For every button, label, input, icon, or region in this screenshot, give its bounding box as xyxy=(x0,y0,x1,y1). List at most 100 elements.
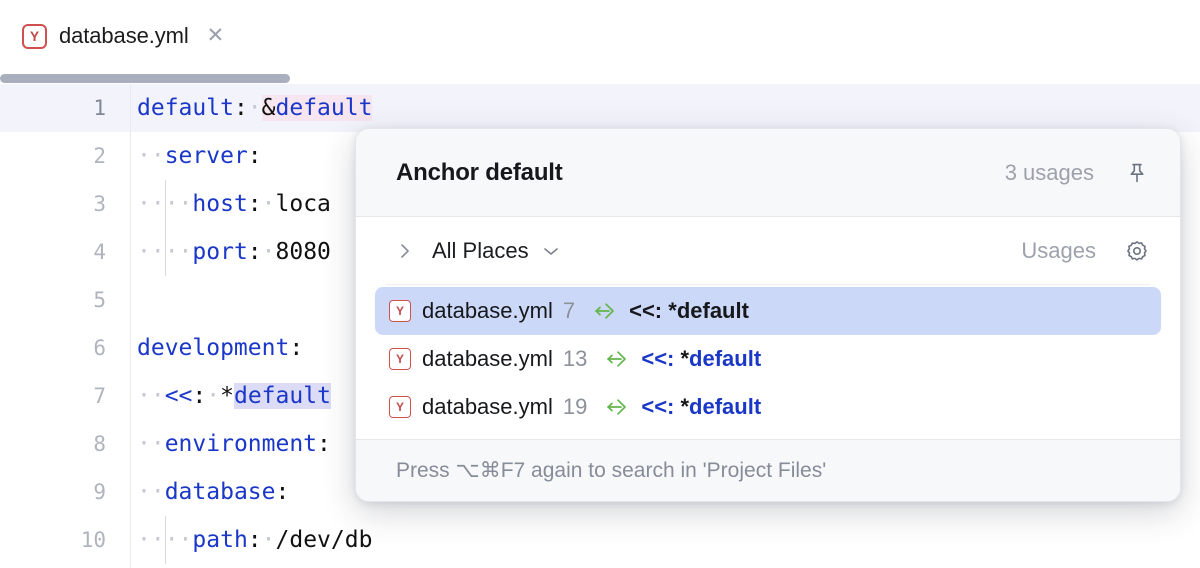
code-token: · xyxy=(261,527,276,553)
popup-footer: Press ⌥⌘F7 again to search in 'Project F… xyxy=(356,439,1180,501)
line-number: 7 xyxy=(93,384,106,408)
code-content[interactable]: default:·&default··server:····host:·loca… xyxy=(131,84,1200,568)
yaml-file-icon: Y xyxy=(389,300,411,322)
usage-file-name: database.yml xyxy=(422,298,553,323)
snippet-alias-marker: * xyxy=(680,394,690,419)
editor-tab-bar: Y database.yml ✕ xyxy=(0,0,1200,72)
line-number: 5 xyxy=(93,288,106,312)
popup-toolbar-actions: Usages xyxy=(1021,236,1152,266)
code-line[interactable]: default:·&default xyxy=(131,84,1200,132)
line-number: 2 xyxy=(93,144,106,168)
code-token: << xyxy=(164,383,193,409)
close-icon[interactable]: ✕ xyxy=(206,23,225,47)
read-access-icon xyxy=(605,347,629,371)
line-number: 8 xyxy=(93,432,106,456)
line-number: 1 xyxy=(0,84,130,132)
usages-count-label: 3 usages xyxy=(1004,159,1094,185)
code-token: * xyxy=(220,383,234,409)
usage-snippet: <<: *default xyxy=(629,298,749,324)
snippet-operator: <<: xyxy=(641,346,681,371)
code-token: ·· xyxy=(164,527,193,553)
usage-line-number: 7 xyxy=(562,298,576,323)
snippet-anchor-name: default xyxy=(689,346,762,371)
code-token: loca xyxy=(275,191,331,217)
find-usages-popup: Anchor default 3 usages All Places xyxy=(355,128,1181,502)
code-token: : xyxy=(192,383,207,409)
chevron-right-icon[interactable] xyxy=(394,240,416,262)
code-token: server xyxy=(164,143,248,169)
code-line[interactable]: ··server: xyxy=(131,132,1200,180)
yaml-file-icon: Y xyxy=(22,23,47,49)
scope-selector-label[interactable]: All Places xyxy=(432,237,529,263)
footer-hint-text: Press ⌥⌘F7 again to search in 'Project F… xyxy=(396,459,827,482)
code-token: · xyxy=(206,383,221,409)
tab-usages[interactable]: Usages xyxy=(1021,237,1096,263)
code-token: ·· xyxy=(137,143,165,169)
code-token: host xyxy=(192,191,248,217)
indent-guide xyxy=(165,180,166,228)
line-number: 3 xyxy=(93,192,106,216)
usage-file-name: database.yml xyxy=(422,394,553,419)
snippet-anchor-name: default xyxy=(689,394,762,419)
chevron-down-icon[interactable] xyxy=(541,241,561,261)
popup-header-actions: 3 usages xyxy=(1005,158,1152,188)
code-token: ·· xyxy=(164,191,193,217)
code-token: : xyxy=(247,191,262,217)
indent-guide xyxy=(165,516,166,564)
code-line[interactable]: development: xyxy=(131,324,1200,372)
gear-icon[interactable] xyxy=(1122,236,1152,266)
snippet-alias-marker: * xyxy=(668,298,677,323)
code-token: & xyxy=(261,95,276,121)
code-line[interactable]: ····host:·loca xyxy=(131,180,1200,228)
code-token: ·· xyxy=(164,239,193,265)
code-line[interactable]: ··database: xyxy=(131,468,1200,516)
horizontal-scrollbar-thumb[interactable] xyxy=(0,74,290,83)
horizontal-scrollbar[interactable] xyxy=(0,72,1200,84)
code-token: : xyxy=(233,95,248,121)
code-token: environment xyxy=(164,431,318,457)
code-token: development xyxy=(137,335,290,361)
code-token: database xyxy=(164,479,276,505)
editor-tab-database-yml[interactable]: Y database.yml ✕ xyxy=(0,0,248,72)
code-token: : xyxy=(317,431,331,457)
read-access-icon xyxy=(605,395,629,419)
code-token: port xyxy=(192,239,248,265)
snippet-operator: <<: xyxy=(629,298,669,323)
usage-file-name: database.yml xyxy=(422,346,553,371)
code-line[interactable]: ····path:·/dev/db xyxy=(131,516,1200,564)
popup-toolbar: All Places Usages xyxy=(356,217,1180,284)
line-number: 4 xyxy=(93,240,106,264)
code-token: ·· xyxy=(137,479,165,505)
code-token: : xyxy=(247,143,262,169)
code-token: ·· xyxy=(137,383,165,409)
usage-snippet: <<: *default xyxy=(641,346,761,372)
pin-icon[interactable] xyxy=(1122,158,1152,188)
code-token: · xyxy=(247,95,262,121)
usage-line-number: 19 xyxy=(562,394,588,419)
yaml-file-icon: Y xyxy=(389,348,411,370)
usage-line-number: 13 xyxy=(562,346,588,371)
yaml-file-icon: Y xyxy=(389,396,411,418)
code-token: · xyxy=(261,239,276,265)
code-token: path xyxy=(192,527,248,553)
code-line[interactable]: ··<<:·*default xyxy=(131,372,1200,420)
line-number: 10 xyxy=(80,528,106,552)
line-number: 6 xyxy=(93,336,106,360)
code-token: ·· xyxy=(137,527,165,553)
popup-header: Anchor default 3 usages xyxy=(356,129,1180,217)
code-token: : xyxy=(247,239,262,265)
code-line[interactable]: ····port:·8080 xyxy=(131,228,1200,276)
code-line[interactable]: ··environment: xyxy=(131,420,1200,468)
code-token: · xyxy=(261,191,276,217)
popup-title: Anchor default xyxy=(396,158,563,186)
code-token: : xyxy=(247,527,262,553)
code-token: ·· xyxy=(137,431,165,457)
snippet-alias-marker: * xyxy=(680,346,690,371)
code-token: : xyxy=(289,335,304,361)
